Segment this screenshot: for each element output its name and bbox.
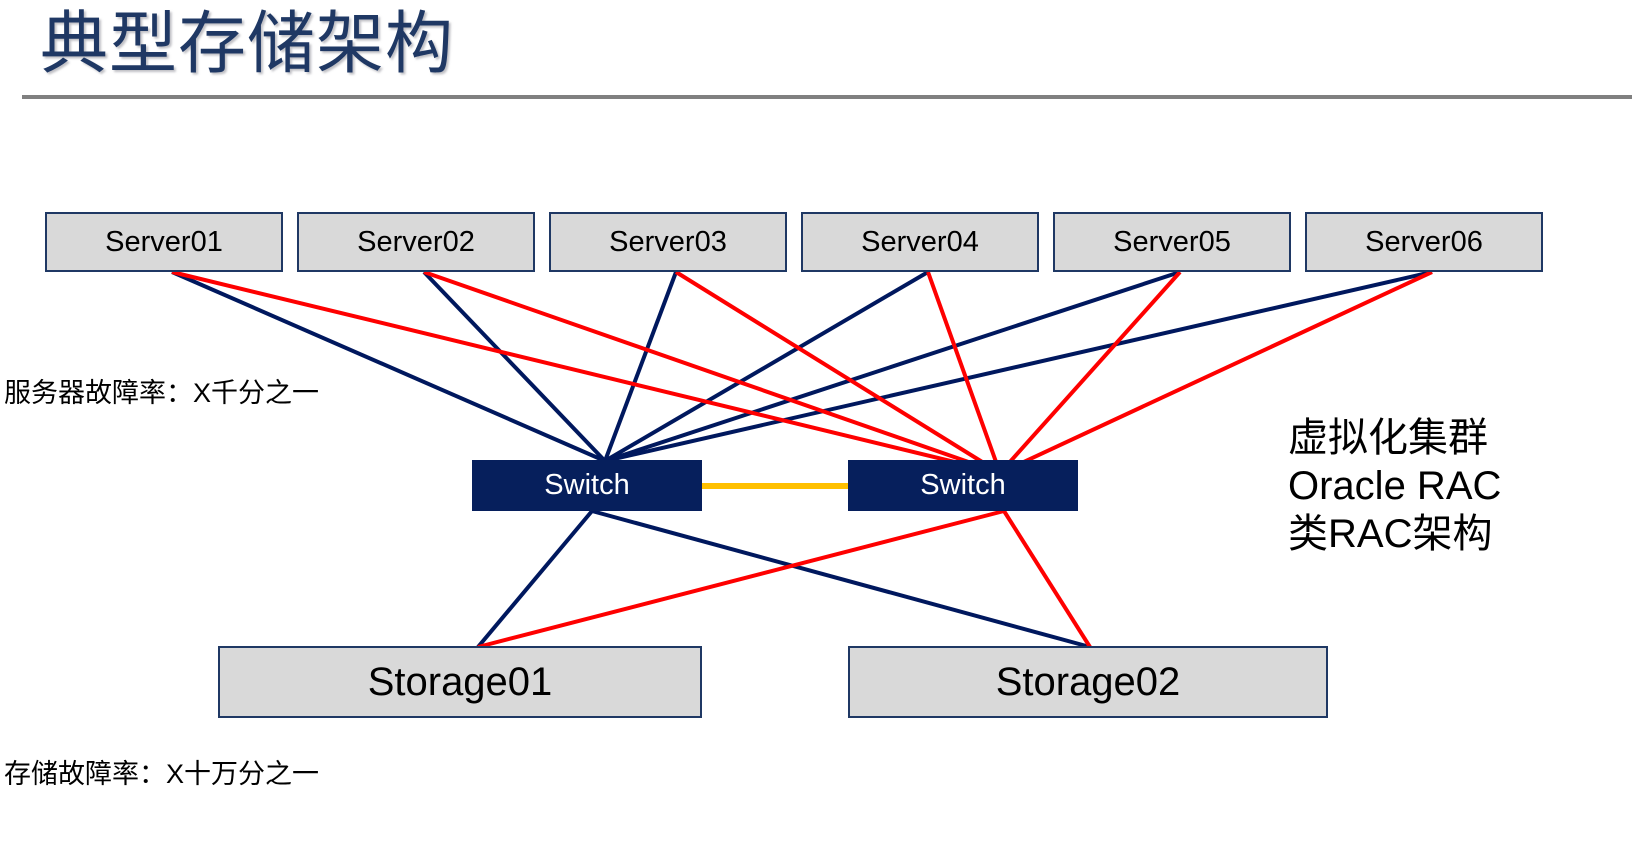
link-server02-to-switch-b (423, 270, 1001, 475)
link-switch-b-to-storage-01 (477, 509, 1005, 649)
server-node-label: Server04 (861, 225, 979, 258)
switch-node-label: Switch (544, 469, 630, 501)
cluster-note-line-3: 类RAC架构 (1288, 512, 1493, 556)
link-server04-to-switch-b (926, 271, 1002, 474)
server-node-2[interactable]: Server02 (297, 212, 535, 272)
cluster-note: 虚拟化集群 Oracle RAC 类RAC架构 (1288, 414, 1501, 558)
link-server04-to-switch-a (603, 270, 930, 463)
server-node-label: Server01 (105, 225, 223, 258)
storage-node-1[interactable]: Storage01 (218, 646, 702, 718)
switch-node-a[interactable]: Switch (472, 460, 702, 511)
server-node-label: Server06 (1365, 225, 1483, 258)
server-node-3[interactable]: Server03 (549, 212, 787, 272)
storage-node-2[interactable]: Storage02 (848, 646, 1328, 718)
server-node-4[interactable]: Server04 (801, 212, 1039, 272)
link-server05-to-switch-b (998, 270, 1182, 475)
link-switch-a-to-storage-02 (591, 509, 1091, 649)
storage-node-label: Storage02 (995, 659, 1181, 704)
link-server03-to-switch-b (674, 270, 1002, 475)
server-node-6[interactable]: Server06 (1305, 212, 1543, 272)
title-divider (22, 95, 1632, 99)
link-server01-to-switch-a (171, 270, 606, 463)
link-server02-to-switch-a (422, 270, 607, 463)
server-node-label: Server03 (609, 225, 727, 258)
link-switch-a-to-storage-01 (476, 509, 594, 649)
link-server03-to-switch-a (603, 271, 678, 462)
link-server05-to-switch-a (604, 270, 1181, 463)
switch-node-label: Switch (920, 469, 1006, 501)
page-title: 典型存储架构 (40, 6, 455, 82)
server-failure-rate-label: 服务器故障率：X千分之一 (4, 378, 320, 408)
server-node-label: Server05 (1113, 225, 1231, 258)
link-switch-b-to-storage-02 (1002, 509, 1092, 649)
cluster-note-line-2: Oracle RAC (1288, 464, 1502, 508)
cluster-note-line-1: 虚拟化集群 (1288, 416, 1488, 460)
storage-node-label: Storage01 (367, 659, 553, 704)
switch-node-b[interactable]: Switch (848, 460, 1078, 511)
storage-failure-rate-label: 存储故障率：X十万分之一 (4, 759, 320, 789)
server-node-label: Server02 (357, 225, 475, 258)
server-node-5[interactable]: Server05 (1053, 212, 1291, 272)
server-node-1[interactable]: Server01 (45, 212, 283, 272)
